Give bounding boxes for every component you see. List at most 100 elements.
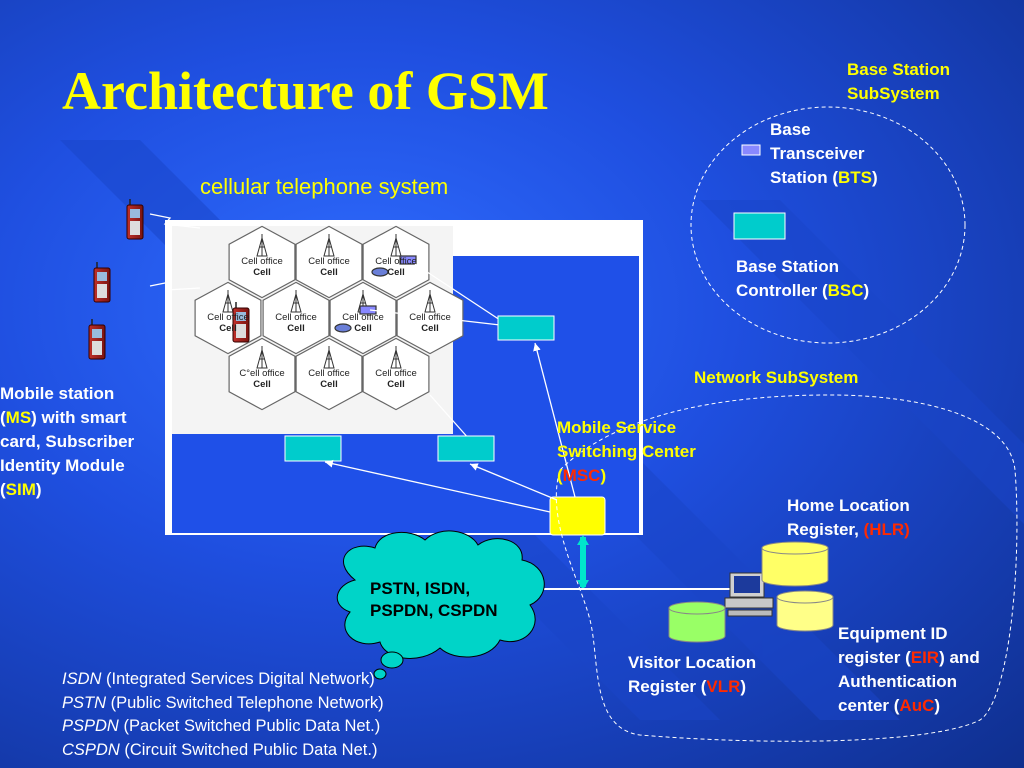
- cell-text: Cell: [354, 323, 372, 334]
- cell-text: Cell: [253, 379, 271, 390]
- hlr-database-icon: [761, 541, 829, 587]
- bts-label: Base Transceiver Station (BTS): [770, 118, 878, 190]
- cell-tower-icon: [424, 290, 436, 313]
- legend-abbr: PSTN: [62, 693, 107, 712]
- cloud-line1: PSTN, ISDN,: [370, 579, 471, 598]
- msc-open: (: [557, 466, 563, 485]
- eir-database-icon: [776, 590, 834, 632]
- hex-cell: [329, 281, 397, 355]
- hex-cell: [295, 225, 363, 299]
- cell-tower-icon: [323, 234, 335, 257]
- bsc-legend-box: [733, 212, 786, 240]
- bts-label-line3: Station (BTS): [770, 166, 878, 190]
- bss-heading-line2: SubSystem: [847, 84, 940, 103]
- mobile-phone-icon: [126, 199, 144, 240]
- hlr-label: Home Location Register, (HLR): [787, 494, 910, 542]
- database-cylinders: [668, 541, 834, 643]
- ms-label-line2: (MS) with smart: [0, 406, 170, 430]
- bsc-label-line2: Controller (BSC): [736, 279, 869, 303]
- cell-office-text: Cell office: [409, 312, 451, 323]
- cell-text: Cell: [387, 379, 405, 390]
- ms-open: (: [0, 408, 6, 427]
- cell-office-text: Cell office: [375, 256, 417, 267]
- eir-label-line2: register (EIR) and: [838, 646, 980, 670]
- hex-cell: [228, 225, 296, 299]
- vlr-label-line2: Register (VLR): [628, 675, 756, 699]
- bsc-label-close: ): [863, 281, 870, 300]
- sim-close: ): [35, 480, 42, 499]
- cell-tower-icon: [256, 346, 268, 369]
- legend-item-isdn: ISDN (Integrated Services Digital Networ…: [62, 668, 384, 692]
- msc-box: [549, 496, 606, 536]
- hlr-abbr: (HLR): [863, 520, 910, 539]
- msc-abbr: MSC: [562, 466, 601, 485]
- hlr-pre: Register,: [787, 520, 864, 539]
- eir-post: ) and: [939, 648, 980, 667]
- bsc-abbr: BSC: [827, 281, 864, 300]
- auc-abbr: AuC: [899, 696, 935, 715]
- hlr-label-line1: Home Location: [787, 496, 910, 515]
- legend-abbr: CSPDN: [62, 740, 120, 759]
- hex-cell: [362, 225, 430, 299]
- msc-label-line3: (MSC): [557, 464, 696, 488]
- auc-pre: center (: [838, 696, 900, 715]
- bts-icon: [359, 305, 377, 315]
- vlr-abbr: VLR: [706, 677, 741, 696]
- ms-abbr: MS: [5, 408, 32, 427]
- ms-label-line5: (SIM): [0, 478, 170, 502]
- ms-label-line4: Identity Module: [0, 456, 125, 475]
- bsc-box-mid: [437, 435, 495, 462]
- cell-office-text: Cell office: [308, 368, 350, 379]
- pstn-cloud: [337, 530, 545, 680]
- car-icon: [334, 323, 352, 333]
- legend-item-cspdn: CSPDN (Circuit Switched Public Data Net.…: [62, 739, 384, 763]
- cell-text: Cell: [387, 267, 405, 278]
- car-icon: [371, 267, 389, 277]
- eir-label-line4: center (AuC): [838, 694, 980, 718]
- bss-heading-line1: Base Station: [847, 60, 950, 79]
- mobile-station-label: Mobile station (MS) with smart card, Sub…: [0, 382, 170, 502]
- hex-cell: [396, 281, 464, 355]
- bts-label-pre: Station (: [770, 168, 838, 187]
- cell-text: Cell: [253, 267, 271, 278]
- mobile-phone-icon: [232, 302, 250, 343]
- vlr-close: ): [740, 677, 747, 696]
- page-title: Architecture of GSM: [62, 61, 549, 121]
- cell-office-text: Cell office: [241, 256, 283, 267]
- bts-label-close: ): [872, 168, 878, 187]
- cell-grid: [194, 225, 464, 411]
- mobile-phone-icon: [93, 262, 111, 303]
- pstn-cloud-label: PSTN, ISDN, PSPDN, CSPDN: [370, 578, 498, 622]
- bss-heading: Base Station SubSystem: [847, 58, 950, 106]
- bsc-label-pre: Controller (: [736, 281, 828, 300]
- mobile-phones: [88, 199, 250, 360]
- legend-text: (Integrated Services Digital Network): [101, 670, 375, 688]
- cell-office-text: Cell office: [207, 312, 249, 323]
- bsc-label: Base Station Controller (BSC): [736, 255, 869, 303]
- bts-abbr: BTS: [838, 168, 872, 187]
- hlr-label-line2: Register, (HLR): [787, 518, 910, 542]
- legend-text: (Circuit Switched Public Data Net.): [119, 740, 378, 759]
- legend-item-pstn: PSTN (Public Switched Telephone Network): [62, 692, 384, 716]
- legend-text: (Public Switched Telephone Network): [106, 693, 384, 712]
- bsc-box-top: [497, 315, 555, 341]
- legend-abbr: PSPDN: [62, 717, 119, 735]
- vlr-label-line1: Visitor Location: [628, 653, 757, 672]
- hex-cell: [228, 337, 296, 411]
- bts-legend-box: [741, 144, 761, 156]
- cell-text: Cell: [320, 379, 338, 390]
- bsc-label-line1: Base Station: [736, 257, 839, 276]
- cell-text: Cell: [421, 323, 439, 334]
- ms-post: ) with smart: [31, 408, 127, 427]
- cell-tower-icon: [323, 346, 335, 369]
- eir-label-line3: Authentication: [838, 672, 957, 691]
- eir-label-line1: Equipment ID: [838, 624, 948, 643]
